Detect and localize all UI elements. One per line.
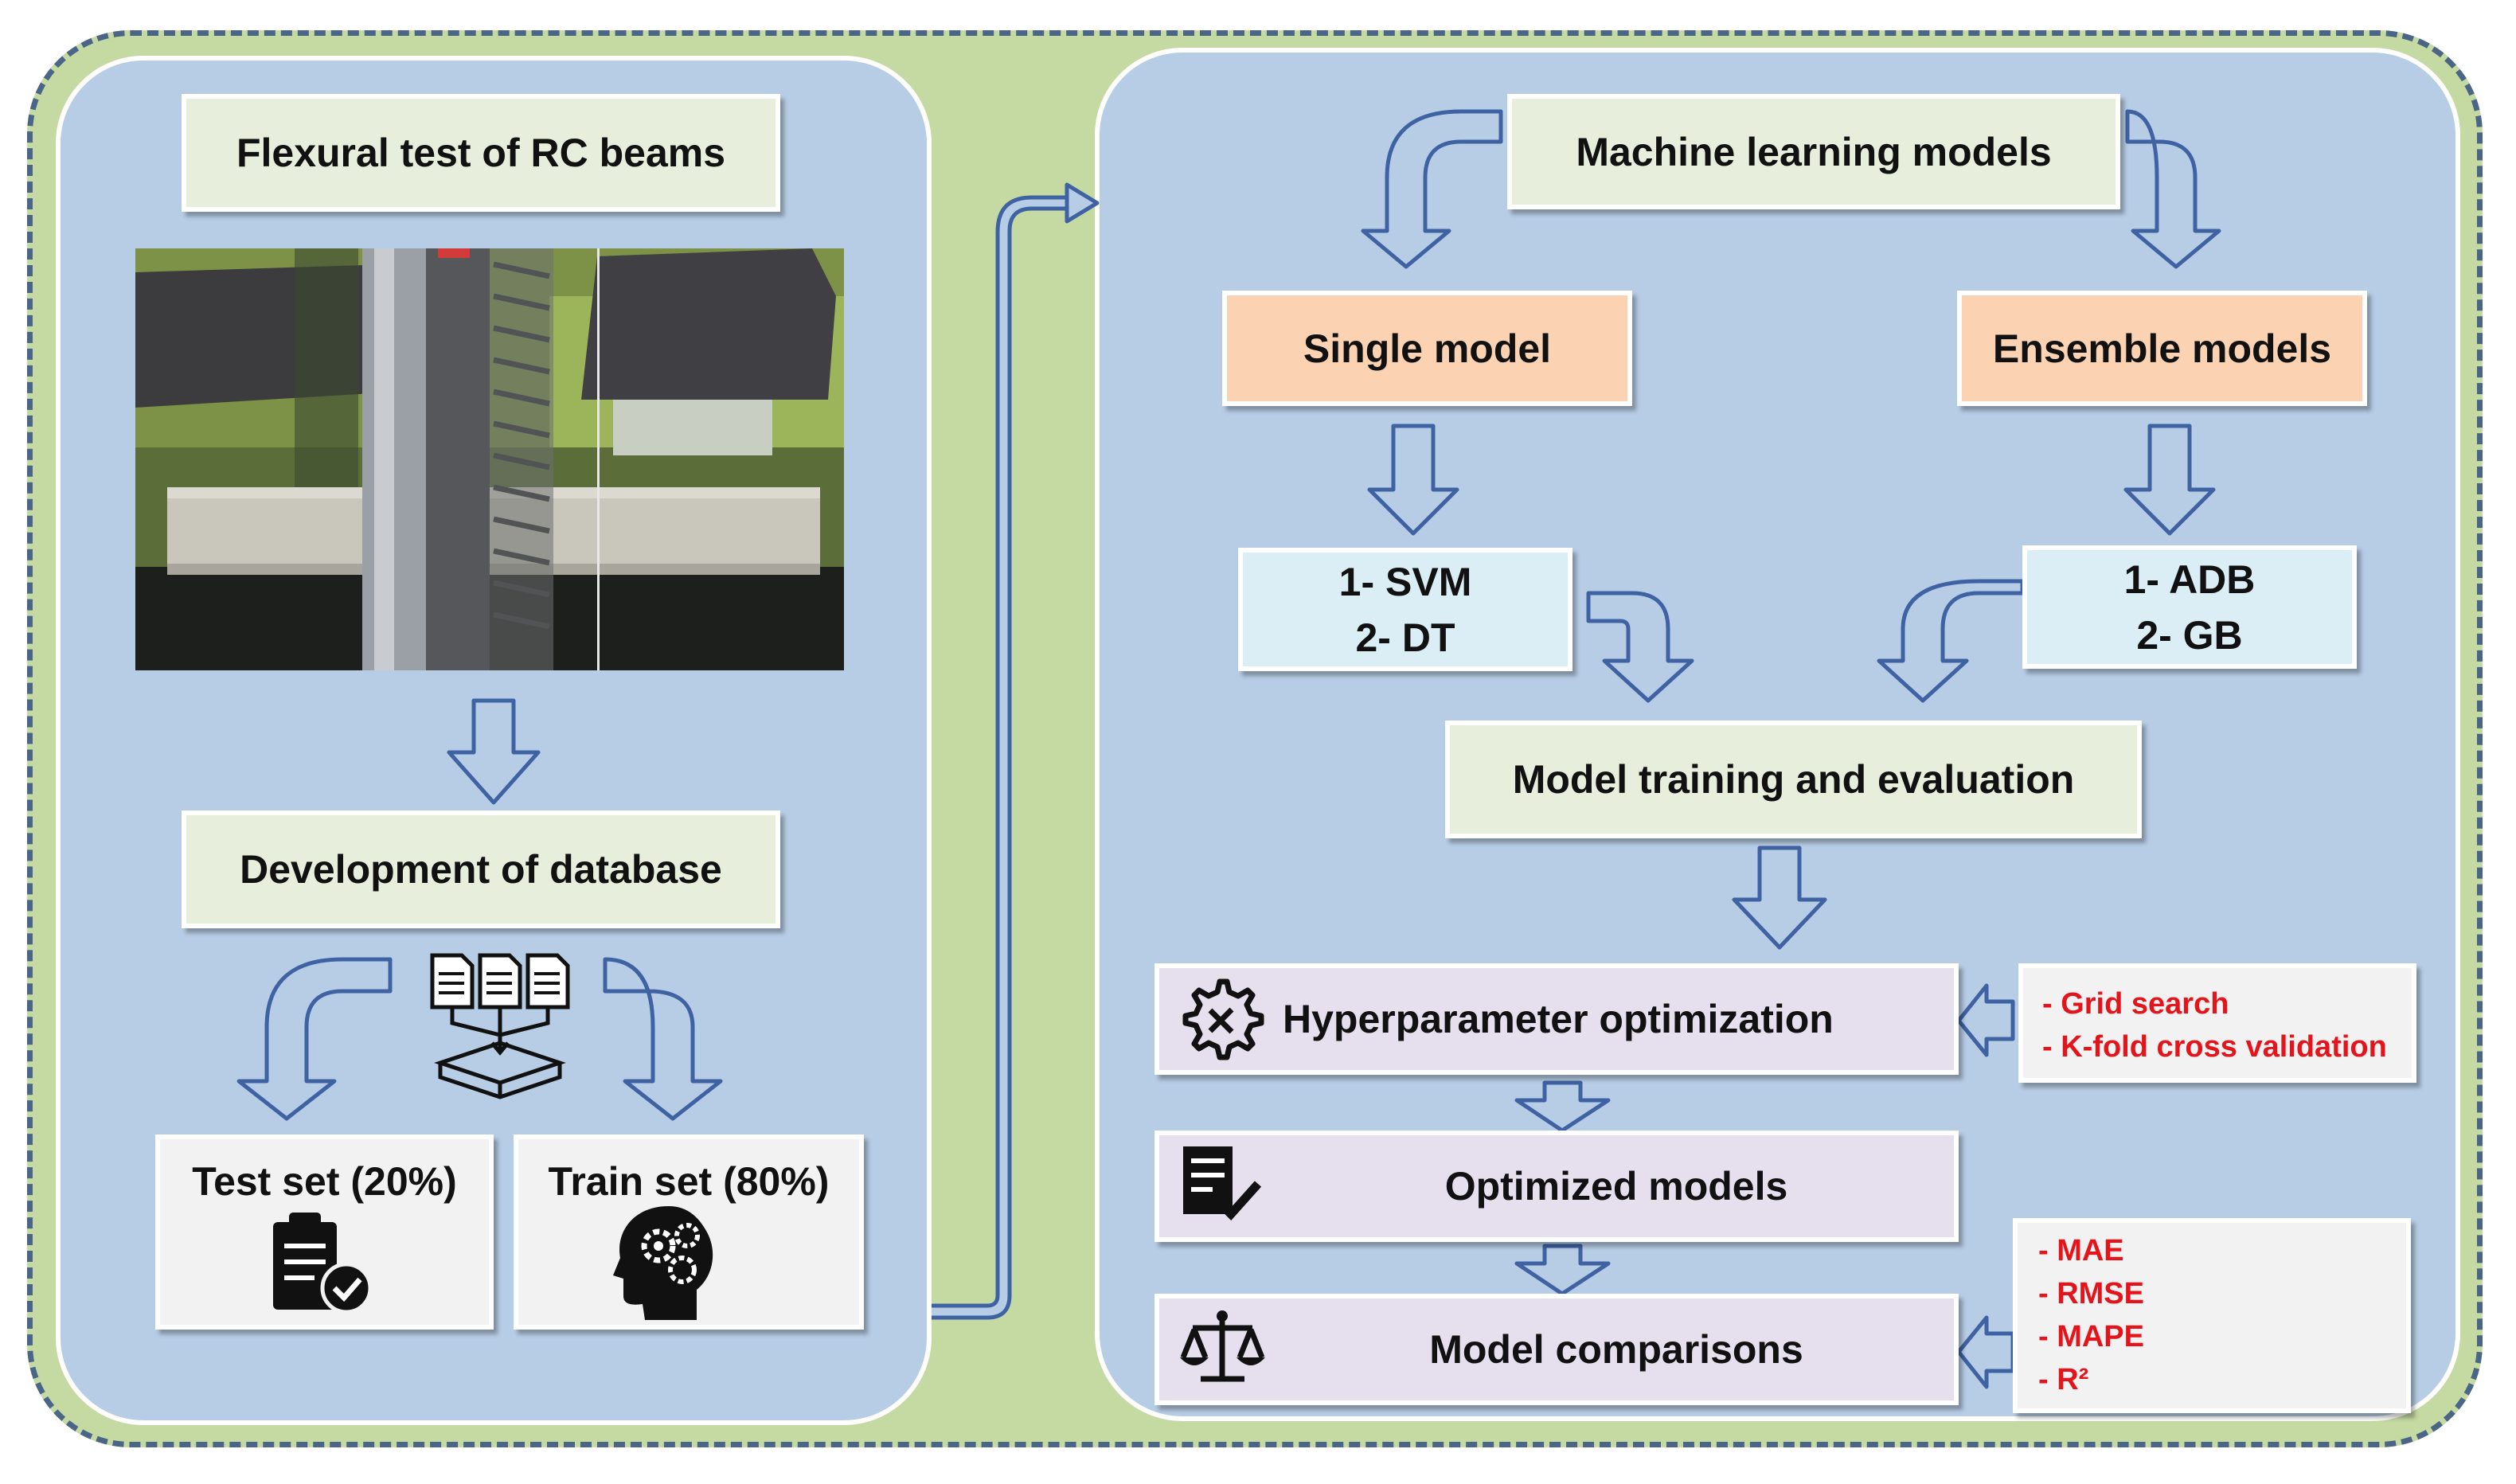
single-model-list: 1- SVM 2- DT [1238, 548, 1572, 671]
database-box: Development of database [182, 810, 780, 928]
flexural-test-label: Flexural test of RC beams [236, 131, 726, 175]
documents-merge-icon [430, 953, 570, 1099]
balance-scale-icon [1180, 1310, 1265, 1382]
ensemble-models-box: Ensemble models [1957, 291, 2367, 406]
ensemble-model-item-1: 1- ADB [2123, 556, 2256, 602]
comparisons-label: Model comparisons [1429, 1327, 1803, 1372]
ml-models-box: Machine learning models [1507, 94, 2120, 209]
flexural-test-box: Flexural test of RC beams [182, 94, 780, 212]
database-label: Development of database [240, 847, 722, 892]
ensemble-model-list: 1- ADB 2- GB [2022, 545, 2357, 669]
single-model-item-2: 2- DT [1355, 615, 1455, 660]
metrics-box [2013, 1218, 2411, 1413]
optimized-models-box: Optimized models [1154, 1131, 1959, 1242]
optimized-models-label: Optimized models [1444, 1164, 1788, 1209]
metric-mae: - MAE [2038, 1234, 2124, 1267]
ml-models-label: Machine learning models [1576, 129, 2052, 174]
ensemble-model-item-2: 2- GB [2136, 612, 2243, 658]
beam-test-photo [135, 248, 844, 670]
head-gears-icon [613, 1206, 713, 1320]
training-label: Model training and evaluation [1512, 757, 2075, 802]
hyperparameter-box: Hyperparameter optimization [1154, 963, 1959, 1075]
train-set-label: Train set (80%) [548, 1159, 830, 1204]
single-model-item-1: 1- SVM [1338, 559, 1472, 604]
metric-mape: - MAPE [2038, 1319, 2144, 1353]
hp-method-item-2: - K-fold cross validation [2042, 1029, 2387, 1064]
training-box: Model training and evaluation [1445, 721, 2142, 838]
metrics-list: - MAE - RMSE - MAPE - R² [2038, 1230, 2144, 1402]
metric-r2: - R² [2038, 1362, 2089, 1396]
hp-methods-box [2018, 963, 2416, 1083]
single-model-box: Single model [1222, 291, 1632, 406]
hyperparameter-label: Hyperparameter optimization [1283, 997, 1834, 1041]
comparisons-box: Model comparisons [1154, 1294, 1959, 1405]
hp-method-item-1: - Grid search [2042, 987, 2229, 1021]
checklist-icon [1183, 1146, 1262, 1221]
ensemble-models-label: Ensemble models [1992, 326, 2332, 371]
hp-methods-list: - Grid search - K-fold cross validation [2042, 983, 2387, 1069]
clipboard-check-icon [273, 1213, 373, 1314]
test-set-label: Test set (20%) [192, 1159, 457, 1204]
gear-wrench-icon [1182, 978, 1264, 1060]
single-model-label: Single model [1303, 326, 1552, 371]
metric-rmse: - RMSE [2038, 1276, 2144, 1310]
